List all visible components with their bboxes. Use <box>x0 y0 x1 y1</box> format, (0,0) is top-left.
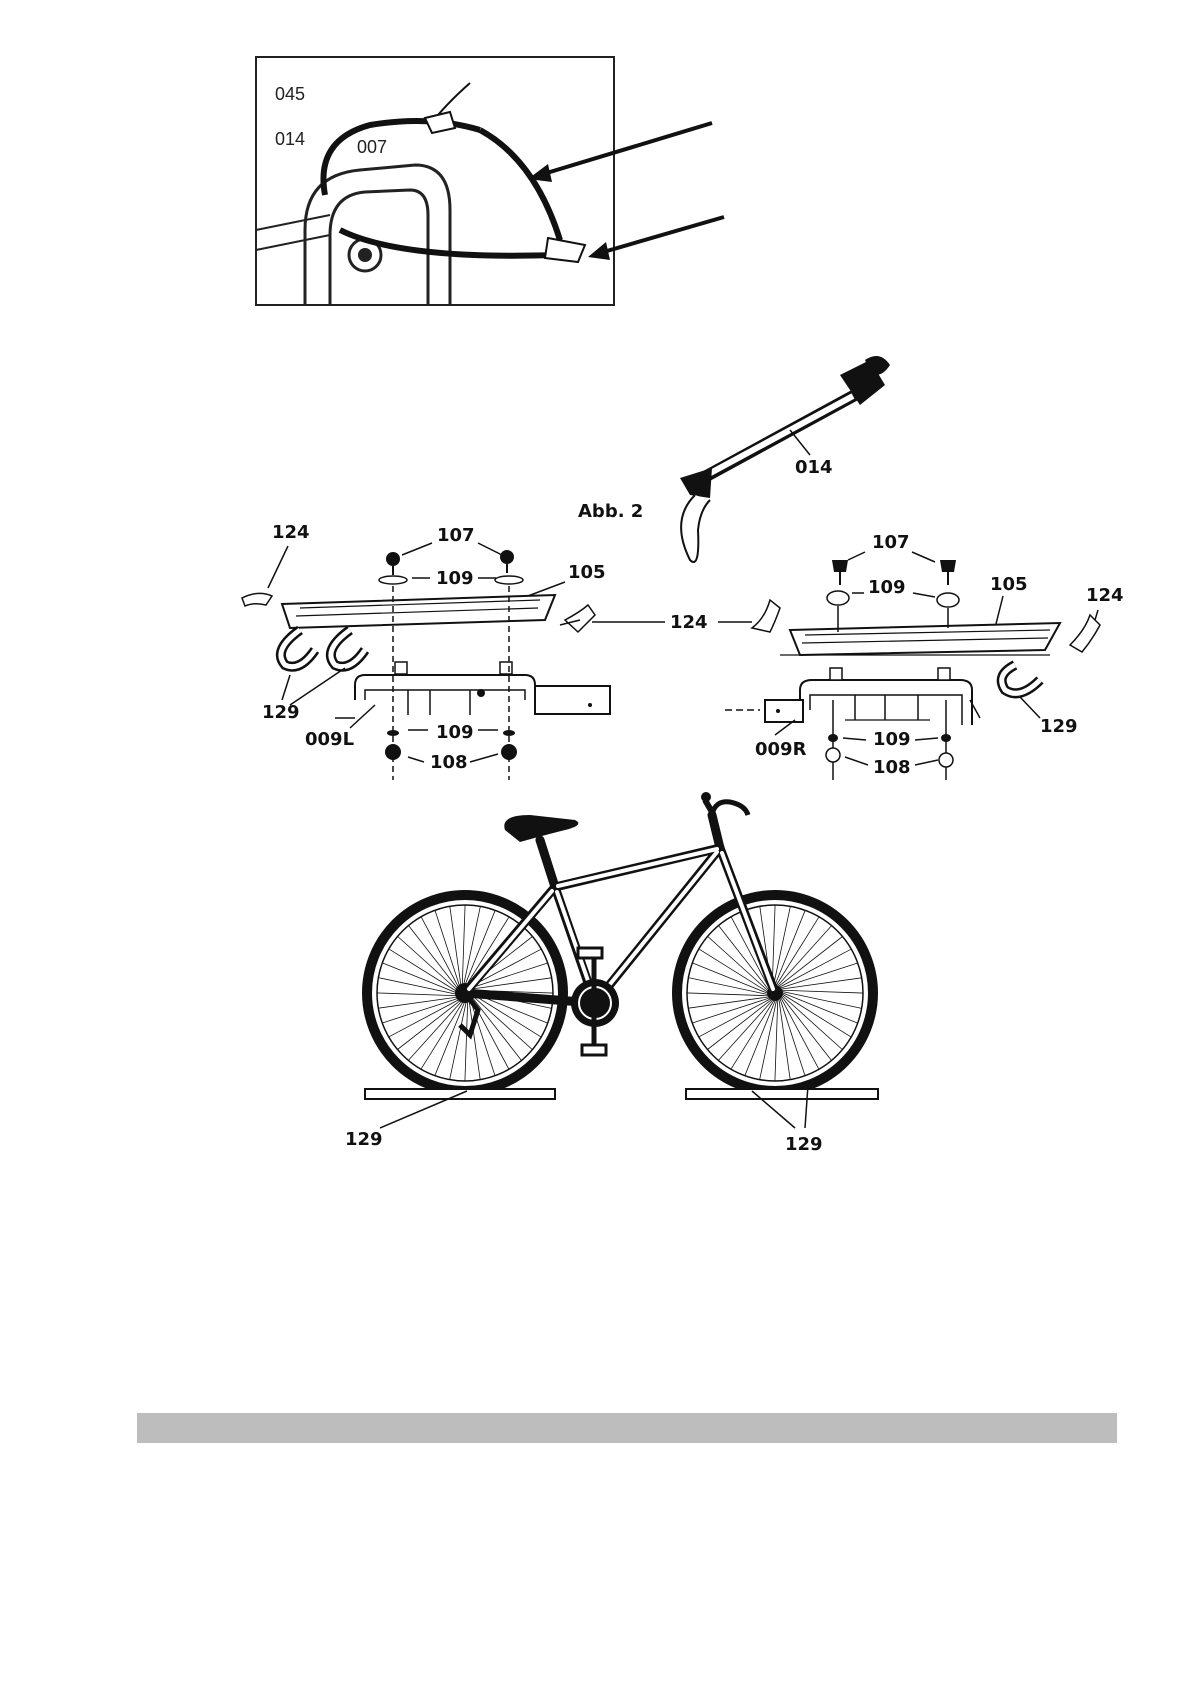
wheel-spoke <box>783 994 851 1037</box>
wheel-spoke <box>398 936 458 990</box>
wheel-spoke <box>378 978 457 995</box>
wheel-spoke <box>783 990 863 993</box>
left-label-009L: 009L <box>305 729 354 750</box>
right-label-009R: 009R <box>755 739 807 760</box>
clamp-label-014: 014 <box>795 457 833 478</box>
inset-label-007: 007 <box>357 137 387 157</box>
right-label-124: 124 <box>1086 585 1124 606</box>
left-label-107: 107 <box>437 525 475 546</box>
left-label-108: 108 <box>430 752 468 773</box>
section-divider-bar <box>137 1413 1117 1443</box>
wheel-spoke <box>421 1001 464 1069</box>
wheel-spoke <box>775 910 805 985</box>
right-label-105: 105 <box>990 574 1028 595</box>
wheel-spoke <box>778 926 832 986</box>
left-label-109-bottom: 109 <box>436 722 474 743</box>
left-rail-assembly: 124 107 109 105 129 <box>242 522 610 780</box>
right-label-109-top: 109 <box>868 577 906 598</box>
wheel-spoke <box>783 996 843 1050</box>
wheel-spoke <box>775 1001 778 1081</box>
wheel-spoke <box>774 906 791 985</box>
bicycle-illustration: 129 129 <box>345 792 878 1155</box>
wheel-spoke <box>772 905 775 985</box>
wheel-spoke <box>473 996 533 1050</box>
wheel-spoke <box>780 949 851 987</box>
left-label-109-top: 109 <box>436 568 474 589</box>
left-label-129: 129 <box>262 702 300 723</box>
wheel-spoke <box>692 963 767 993</box>
right-label-107: 107 <box>872 532 910 553</box>
wheel-spoke <box>699 999 770 1037</box>
wheel-spoke <box>465 1001 468 1081</box>
wheel-spoke <box>718 1001 772 1061</box>
wheel-spoke <box>783 992 862 1009</box>
left-label-105: 105 <box>568 562 606 583</box>
wheel-spoke <box>745 1001 775 1076</box>
wheel-spoke <box>377 993 457 996</box>
left-label-124: 124 <box>272 522 310 543</box>
wheel-spoke <box>450 1001 467 1080</box>
wheel-spoke <box>421 917 459 988</box>
wheel-spoke <box>389 949 457 992</box>
middle-end-caps: 124 <box>560 600 780 633</box>
wheel-spoke <box>382 963 457 993</box>
wheel-spoke <box>389 999 460 1037</box>
figure-title: Abb. 2 <box>578 501 643 522</box>
wheel-spoke <box>408 1001 462 1061</box>
inset-label-014: 014 <box>275 129 305 149</box>
bike-label-129-right: 129 <box>785 1134 823 1155</box>
right-label-109-bottom: 109 <box>873 729 911 750</box>
middle-label-124: 124 <box>670 612 708 633</box>
wheel-spoke <box>783 993 858 1023</box>
strap-inset: 045 014 007 <box>256 57 614 305</box>
right-label-129: 129 <box>1040 716 1078 737</box>
inset-label-045: 045 <box>275 84 305 104</box>
clamp-arm: 014 <box>680 356 890 562</box>
wheel-spoke <box>776 917 819 985</box>
wheel-spoke <box>731 1001 774 1069</box>
wheel-spoke <box>781 998 819 1069</box>
wheel-spoke <box>687 993 767 996</box>
bike-label-129-left: 129 <box>345 1129 383 1150</box>
right-rail-assembly: 107 109 105 124 129 <box>725 532 1124 780</box>
right-label-108: 108 <box>873 757 911 778</box>
wheel-spoke <box>688 978 767 995</box>
wheel-spoke <box>435 1001 465 1076</box>
wheel-spoke <box>462 905 465 985</box>
wheel-spoke <box>760 1001 777 1080</box>
